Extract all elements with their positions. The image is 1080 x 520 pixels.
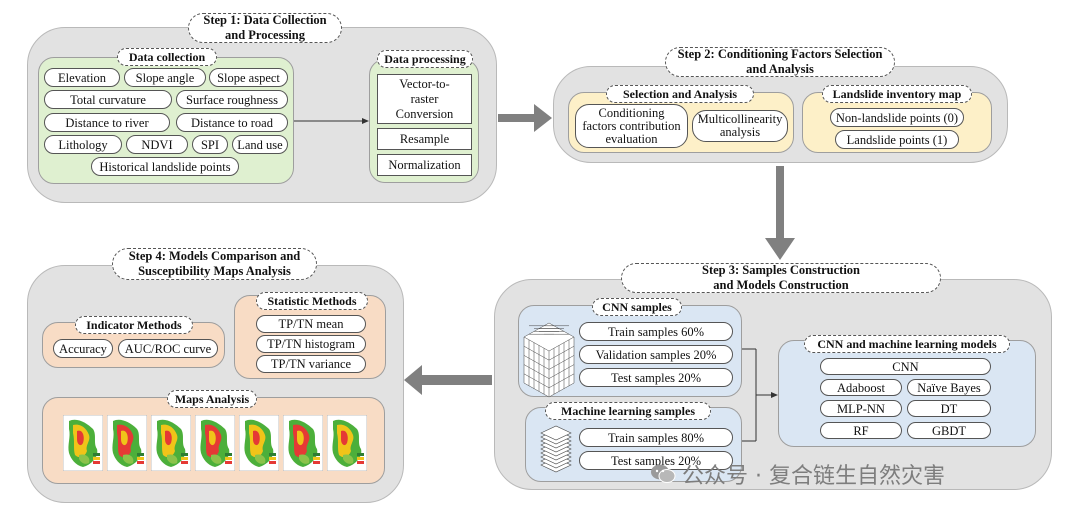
stat-histogram: TP/TN histogram [256, 335, 366, 353]
model-adaboost: Adaboost [820, 379, 902, 396]
model-dt: DT [907, 400, 991, 417]
model-naive-bayes: Naïve Bayes [907, 379, 991, 396]
inventory-map-title: Landslide inventory map [822, 85, 972, 103]
watermark-text: 公众号 · 复合链生自然灾害 [682, 464, 945, 489]
cnn-samples-title: CNN samples [592, 298, 682, 316]
maps-analysis-title: Maps Analysis [167, 390, 257, 408]
susceptibility-map-thumbnail [63, 415, 103, 471]
step2-title-line2: and Analysis [746, 62, 814, 76]
susceptibility-map-thumbnail [107, 415, 147, 471]
watermark: 公众号 · 复合链生自然灾害 [650, 458, 945, 490]
step1-title-line2: and Processing [225, 28, 305, 42]
contribution-evaluation: Conditioning factors contribution evalua… [575, 104, 688, 148]
factor-lithology: Lithology [44, 135, 122, 154]
susceptibility-map-thumbnail [151, 415, 191, 471]
factor-surface-roughness: Surface roughness [176, 90, 288, 109]
factor-total-curvature: Total curvature [44, 90, 172, 109]
arrow-step3-to-step4 [404, 365, 492, 395]
step1-title-line1: Step 1: Data Collection [203, 13, 327, 27]
susceptibility-map-thumbnail [195, 415, 235, 471]
factor-spi: SPI [192, 135, 228, 154]
non-landslide-points: Non-landslide points (0) [830, 108, 964, 127]
data-collection-title: Data collection [117, 48, 217, 66]
factor-slope-aspect: Slope aspect [209, 68, 288, 87]
step3-title-line1: Step 3: Samples Construction [702, 263, 860, 277]
models-title: CNN and machine learning models [804, 335, 1010, 353]
step3-title-line2: and Models Construction [713, 278, 849, 292]
arrow-step2-to-step3 [765, 166, 795, 260]
susceptibility-map-thumbnail [327, 415, 367, 471]
step4-title-line1: Step 4: Models Comparison and [128, 249, 301, 263]
step3-title: Step 3: Samples Construction and Models … [621, 263, 941, 293]
susceptibility-map-thumbnail [283, 415, 323, 471]
step4-title-line2: Susceptibility Maps Analysis [138, 264, 291, 278]
maps-thumbnails [63, 413, 368, 473]
indicator-auc-roc: AUC/ROC curve [118, 339, 218, 358]
stat-variance: TP/TN variance [256, 355, 366, 373]
process-normalization: Normalization [377, 154, 472, 176]
arrow-step1-to-step2 [498, 104, 552, 132]
factor-distance-road: Distance to road [176, 113, 288, 132]
factor-elevation: Elevation [44, 68, 120, 87]
process-vector-raster: Vector-to-raster Conversion [377, 74, 472, 124]
indicator-accuracy: Accuracy [53, 339, 113, 358]
step2-title-line1: Step 2: Conditioning Factors Selection [677, 47, 883, 61]
factor-ndvi: NDVI [126, 135, 188, 154]
multicollinearity-analysis: Multicollinearity analysis [692, 110, 788, 142]
ml-train-samples: Train samples 80% [579, 428, 733, 447]
factor-distance-river: Distance to river [44, 113, 170, 132]
step4-title: Step 4: Models Comparison and Susceptibi… [112, 248, 317, 280]
cnn-validation-samples: Validation samples 20% [579, 345, 733, 364]
statistic-methods-title: Statistic Methods [256, 292, 368, 310]
model-cnn: CNN [820, 358, 991, 375]
process-resample: Resample [377, 128, 472, 150]
wechat-icon [650, 463, 676, 485]
factor-historical-landslides: Historical landslide points [91, 157, 239, 176]
step1-title: Step 1: Data Collection and Processing [188, 13, 342, 43]
stat-mean: TP/TN mean [256, 315, 366, 333]
step2-title: Step 2: Conditioning Factors Selection a… [665, 47, 895, 77]
model-mlp-nn: MLP-NN [820, 400, 902, 417]
indicator-methods-title: Indicator Methods [75, 316, 193, 334]
cnn-train-samples: Train samples 60% [579, 322, 733, 341]
ml-samples-title: Machine learning samples [545, 402, 711, 420]
model-gbdt: GBDT [907, 422, 991, 439]
data-processing-title: Data processing [377, 50, 473, 68]
factor-land-use: Land use [232, 135, 288, 154]
landslide-points: Landslide points (1) [835, 130, 959, 149]
ml-test-samples: Test samples 20% [579, 451, 733, 470]
model-rf: RF [820, 422, 902, 439]
selection-analysis-title: Selection and Analysis [606, 85, 754, 103]
cnn-test-samples: Test samples 20% [579, 368, 733, 387]
factor-slope-angle: Slope angle [124, 68, 206, 87]
susceptibility-map-thumbnail [239, 415, 279, 471]
